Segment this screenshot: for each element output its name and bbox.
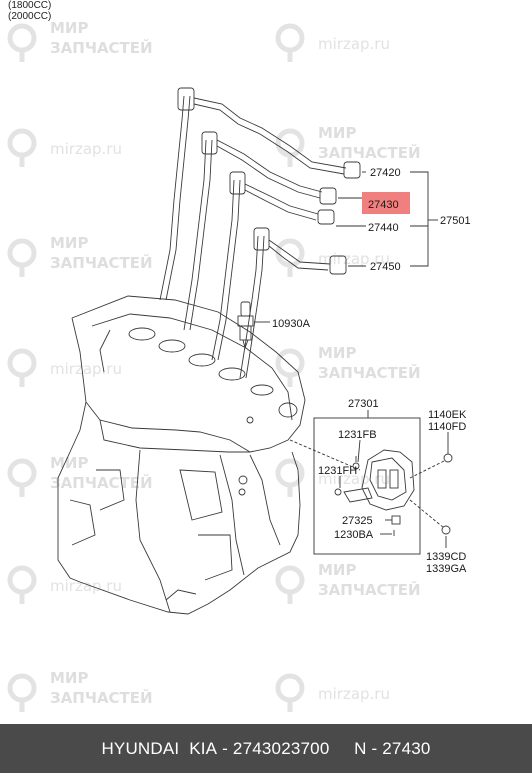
watermarks: МИР ЗАПЧАСТЕЙ mirzap.ru mirzap.ru МИР ЗА… [7, 19, 421, 712]
svg-text:МИР: МИР [50, 454, 88, 472]
part-label-27325[interactable]: 27325 [342, 515, 373, 527]
ignition-wire-27420[interactable] [159, 87, 361, 301]
coil-detail-box [313, 417, 421, 555]
highlight-27430 [362, 192, 410, 214]
watermark-tile: МИР ЗАПЧАСТЕЙ [275, 561, 421, 604]
watermark-tile: mirzap.ru [275, 23, 390, 62]
part-label-1230BA[interactable]: 1230BA [334, 529, 374, 541]
svg-text:mirzap.ru: mirzap.ru [50, 140, 122, 158]
spark-plug[interactable] [237, 301, 254, 350]
part-label-1339CD[interactable]: 1339CD [426, 551, 466, 563]
svg-text:ЗАПЧАСТЕЙ: ЗАПЧАСТЕЙ [50, 473, 153, 492]
footer-part-number[interactable]: 2743023700 [232, 738, 330, 758]
part-label-1231FB[interactable]: 1231FB [338, 429, 377, 441]
watermark-tile: mirzap.ru [7, 348, 122, 387]
ignition-wire-27430[interactable] [183, 131, 337, 331]
svg-text:mirzap.ru: mirzap.ru [50, 577, 122, 595]
watermark-tile: mirzap.ru [275, 673, 390, 712]
svg-text:ЗАПЧАСТЕЙ: ЗАПЧАСТЕЙ [318, 580, 421, 599]
engine-variant-2000: (2000CC) [8, 11, 52, 22]
watermark-tile: МИР ЗАПЧАСТЕЙ [7, 234, 153, 277]
part-label-27420[interactable]: 27420 [370, 167, 401, 179]
footer-bar: HYUNDAI KIA - 2743023700 N - 27430 [0, 724, 532, 773]
svg-text:ЗАПЧАСТЕЙ: ЗАПЧАСТЕЙ [318, 143, 421, 162]
svg-text:mirzap.ru: mirzap.ru [318, 35, 390, 53]
part-label-1140EK[interactable]: 1140EK [428, 409, 467, 421]
watermark-tile: МИР ЗАПЧАСТЕЙ [7, 454, 153, 497]
part-label-1231FH[interactable]: 1231FH [318, 465, 357, 477]
watermark-tile: МИР ЗАПЧАСТЕЙ [7, 669, 153, 712]
svg-text:ЗАПЧАСТЕЙ: ЗАПЧАСТЕЙ [50, 688, 153, 707]
footer-separator: - [217, 738, 233, 758]
svg-text:МИР: МИР [50, 19, 88, 37]
part-label-1339GA[interactable]: 1339GA [426, 563, 467, 575]
part-label-10930A[interactable]: 10930A [272, 318, 311, 330]
part-label-27430[interactable]: 27430 [368, 199, 399, 211]
svg-text:ЗАПЧАСТЕЙ: ЗАПЧАСТЕЙ [50, 253, 153, 272]
ignition-wire-27450[interactable] [239, 227, 347, 379]
svg-text:mirzap.ru: mirzap.ru [318, 250, 390, 268]
leader-lines [254, 171, 449, 548]
ignition-coil-assembly[interactable] [313, 417, 453, 555]
svg-text:ЗАПЧАСТЕЙ: ЗАПЧАСТЕЙ [50, 38, 153, 57]
svg-text:МИР: МИР [318, 561, 356, 579]
engine-variant-1800: (1800CC) [8, 0, 52, 11]
ignition-wire-27440[interactable] [211, 171, 335, 361]
engine-block [57, 295, 306, 615]
svg-text:mirzap.ru: mirzap.ru [50, 360, 122, 378]
part-label-27440[interactable]: 27440 [368, 222, 399, 234]
watermark-tile: МИР ЗАПЧАСТЕЙ [275, 344, 421, 387]
footer-brand: HYUNDAI KIA [101, 738, 218, 758]
watermark-tile: mirzap.ru [7, 565, 122, 604]
svg-text:mirzap.ru: mirzap.ru [318, 685, 390, 703]
footer-n-label: N - 27430 [354, 738, 431, 758]
watermark-tile: МИР ЗАПЧАСТЕЙ [275, 124, 421, 167]
part-label-27501[interactable]: 27501 [440, 215, 471, 227]
watermark-tile: mirzap.ru [7, 128, 122, 167]
part-label-27450[interactable]: 27450 [370, 261, 401, 273]
svg-text:МИР: МИР [318, 124, 356, 142]
footer-gap [329, 739, 354, 759]
part-labels: 27420 27430 27440 27450 27501 10930A 273… [272, 167, 471, 575]
svg-text:МИР: МИР [50, 669, 88, 687]
svg-text:ЗАПЧАСТЕЙ: ЗАПЧАСТЕЙ [318, 363, 421, 382]
svg-text:МИР: МИР [50, 234, 88, 252]
part-label-1140FD[interactable]: 1140FD [428, 421, 466, 433]
svg-text:МИР: МИР [318, 344, 356, 362]
watermark-tile: МИР ЗАПЧАСТЕЙ [7, 19, 153, 62]
part-label-27301[interactable]: 27301 [348, 398, 379, 410]
